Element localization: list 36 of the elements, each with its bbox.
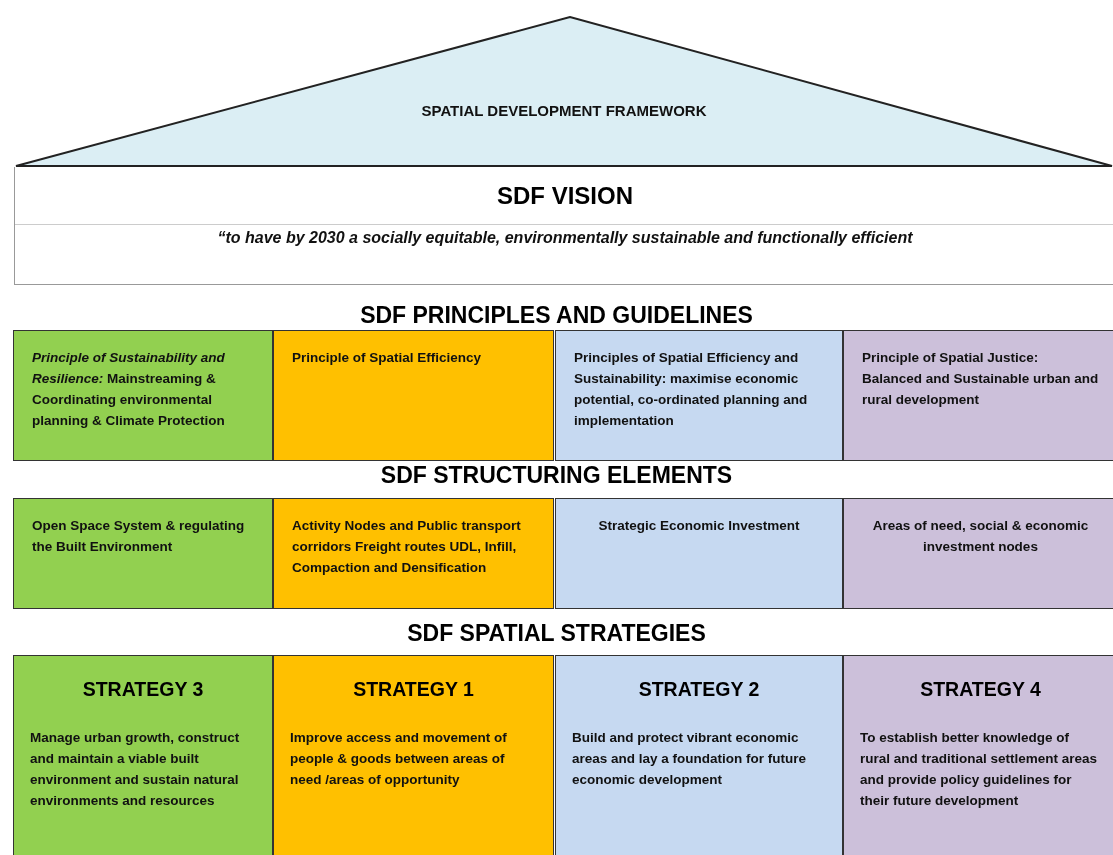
panel-text: Principle of Sustainability and Resilience: Mainstreaming & Coordinating environmental planning & Climate Protection: [32, 349, 226, 430]
roof-shape: [15, 16, 1113, 167]
panel-text: Manage urban growth, construct and maintain a viable built environment and sustain natural environments and resources: [30, 729, 241, 810]
element-panel: [843, 498, 1113, 609]
strategy-heading: STRATEGY 1: [352, 678, 475, 701]
strategy-panel: [273, 655, 554, 855]
panel-text: Principle of Spatial Justice: Balanced and Sustainable urban and rural development: [862, 349, 1099, 409]
roof-title: SPATIAL DEVELOPMENT FRAMEWORK: [420, 101, 708, 121]
panel-text: Principle of Spatial Efficiency: [292, 349, 483, 367]
section-heading: SDF SPATIAL STRATEGIES: [406, 620, 707, 647]
panel-text: Activity Nodes and Public transport corridors Freight routes UDL, Infill, Compaction and Densification: [292, 517, 522, 577]
strategy-panel: [555, 655, 843, 855]
vision-statement: “to have by 2030 a socially equitable, environmentally sustainable and functionally efficient: [15, 224, 1113, 248]
strategy-panel: [843, 655, 1113, 855]
element-panel: [555, 498, 843, 609]
strategy-heading: STRATEGY 3: [81, 678, 205, 701]
strategy-heading: STRATEGY 4: [919, 678, 1042, 701]
vision-panel: [14, 167, 1113, 285]
panel-text: To establish better knowledge of rural and traditional settlement areas and provide policy guidelines for their future development: [860, 729, 1099, 810]
panel-text: Open Space System & regulating the Built Environment: [32, 517, 246, 556]
panel-text: Areas of need, social & economic investment nodes: [871, 517, 1090, 556]
panel-text: Build and protect vibrant economic areas and lay a foundation for future economic development: [572, 729, 808, 789]
principle-panel: [13, 330, 273, 461]
panel-text: Improve access and movement of people & goods between areas of need /areas of opportunity: [290, 729, 508, 789]
principle-panel: [273, 330, 554, 461]
panel-text: Principles of Spatial Efficiency and Sustainability: maximise economic potential, co-ordinated planning and implementation: [574, 349, 809, 430]
principle-panel: [843, 330, 1113, 461]
element-panel: [13, 498, 273, 609]
strategy-heading: STRATEGY 2: [637, 678, 761, 701]
vision-heading: SDF VISION: [496, 182, 634, 210]
strategy-panel: [13, 655, 273, 855]
section-heading: SDF STRUCTURING ELEMENTS: [379, 462, 734, 489]
principle-panel: [555, 330, 843, 461]
element-panel: [273, 498, 554, 609]
panel-text: Strategic Economic Investment: [597, 517, 801, 535]
section-heading: SDF PRINCIPLES AND GUIDELINES: [359, 302, 754, 329]
